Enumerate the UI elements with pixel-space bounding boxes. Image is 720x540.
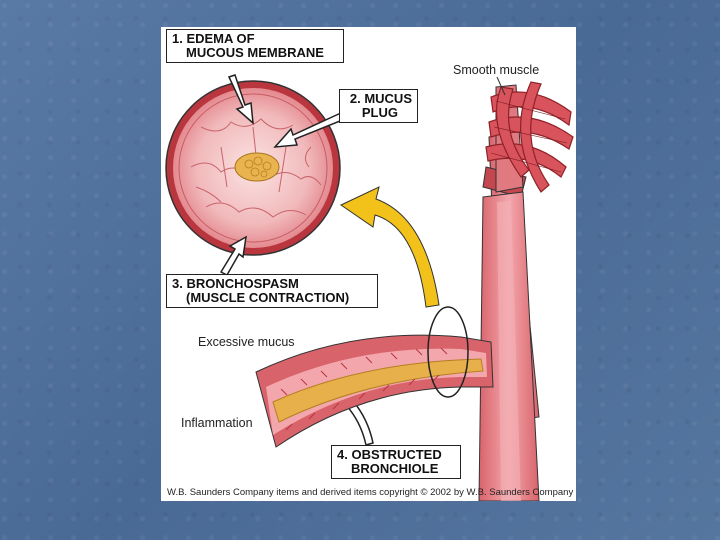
mucus-plug-label-box: 2. MUCUS PLUG [339, 89, 418, 123]
obstructed-label-line1: 4. OBSTRUCTED [337, 448, 455, 462]
smooth-muscle-label: Smooth muscle [453, 63, 539, 77]
obstructed-label-line2: BRONCHIOLE [337, 462, 455, 476]
excessive-mucus-label: Excessive mucus [198, 335, 295, 349]
edema-label-line2: MUCOUS MEMBRANE [172, 46, 338, 60]
edema-label-box: 1. EDEMA OF MUCOUS MEMBRANE [166, 29, 344, 63]
bronchiole-cross-section [166, 81, 340, 255]
bronchospasm-label-box: 3. BRONCHOSPASM (MUSCLE CONTRACTION) [166, 274, 378, 308]
mucus-label-line2: PLUG [345, 106, 412, 120]
bronchospasm-label-line2: (MUSCLE CONTRACTION) [172, 291, 372, 305]
bronchiole-illustration: 1. EDEMA OF MUCOUS MEMBRANE 2. MUCUS PLU… [161, 27, 576, 501]
bronchospasm-label-line1: 3. BRONCHOSPASM [172, 277, 372, 291]
copyright-notice: W.B. Saunders Company items and derived … [167, 487, 573, 498]
obstructed-bronchiole-label-box: 4. OBSTRUCTED BRONCHIOLE [331, 445, 461, 479]
inflammation-label: Inflammation [181, 416, 253, 430]
edema-label-line1: 1. EDEMA OF [172, 32, 338, 46]
mucus-label-line1: 2. MUCUS [345, 92, 412, 106]
